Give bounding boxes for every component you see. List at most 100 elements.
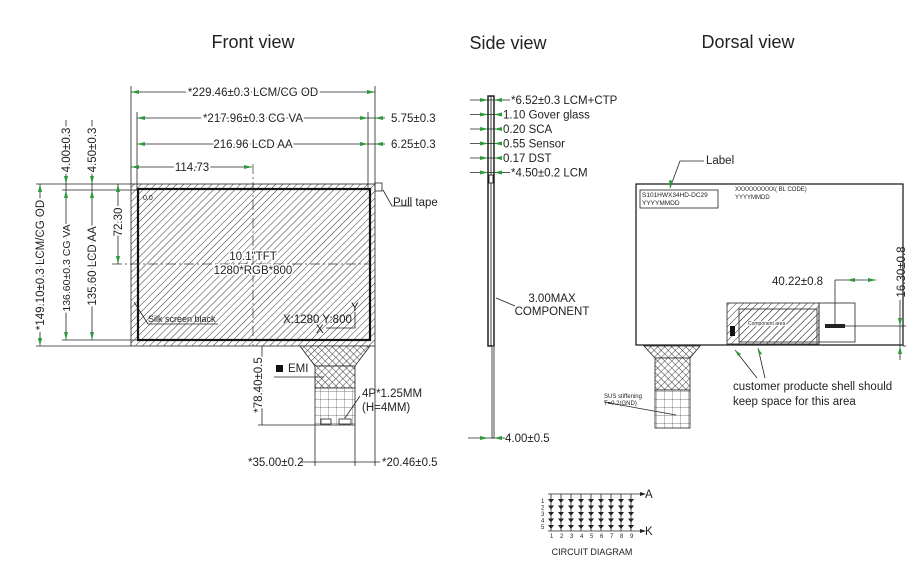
dim-od-width: *229.46±0.3 LCM/CG OD xyxy=(188,87,318,99)
led-diode xyxy=(618,505,624,510)
connector xyxy=(320,418,332,425)
dim-center-x: 114.73 xyxy=(175,162,209,174)
active-area xyxy=(136,187,372,342)
led-diode xyxy=(578,505,584,510)
led-diode xyxy=(628,512,634,516)
dim-connector-y: 16.30±0.8 xyxy=(896,246,908,297)
circuit-row-label: 3 xyxy=(541,512,545,518)
led-diode xyxy=(608,512,614,516)
fpc-emi-area xyxy=(299,345,371,367)
led-diode xyxy=(608,525,614,529)
dim-fpc-length: *78.40±0.5 xyxy=(253,357,265,413)
side-layer-label: 0.20 SCA xyxy=(503,124,553,136)
max-coordinate: X:1280 Y:800 xyxy=(283,314,352,326)
pull-tape xyxy=(374,182,383,192)
front-view-title: Front view xyxy=(211,32,295,52)
led-diode xyxy=(598,518,604,523)
led-diode xyxy=(568,525,574,529)
resolution: 1280*RGB*800 xyxy=(214,265,293,277)
led-diode xyxy=(558,512,564,516)
circuit-col-label: 2 xyxy=(560,534,564,540)
dim-va-height: 136.60±0.3 CG VA xyxy=(61,224,73,311)
circuit-row-label: 1 xyxy=(541,499,545,505)
label-callout: Label xyxy=(706,155,734,167)
dim-connector-x: 40.22±0.8 xyxy=(772,276,823,288)
cathode-label: K xyxy=(645,526,653,538)
origin-label: 0.0 xyxy=(143,195,153,202)
label-model: S101HWX34HD-DC29 xyxy=(642,192,708,199)
circuit-col-label: 8 xyxy=(620,534,624,540)
back-fpc xyxy=(643,345,701,359)
dimension-arrows xyxy=(38,90,383,346)
led-diode xyxy=(548,505,554,510)
front-view: *229.46±0.3 LCM/CG OD *217.96±0.3 CG VA … xyxy=(33,85,438,469)
led-diode xyxy=(598,525,604,529)
silk-screen-label: Silk screen black xyxy=(148,314,216,324)
led-diode xyxy=(548,518,554,523)
circuit-title: CIRCUIT DIAGRAM xyxy=(552,547,633,557)
axis-x-label: X xyxy=(316,324,324,336)
led-diode xyxy=(628,525,634,529)
dim-aa-right: 6.25±0.3 xyxy=(391,139,436,151)
side-layer-label: *4.50±0.2 LCM xyxy=(511,168,588,180)
dim-top-cg: 4.00±0.3 xyxy=(61,128,73,173)
led-diode xyxy=(588,499,594,503)
circuit-col-label: 4 xyxy=(580,534,584,540)
side-layer-label: 0.17 DST xyxy=(503,153,552,165)
led-diode xyxy=(568,499,574,503)
led-diode xyxy=(558,499,564,503)
side-layer-label: 0.55 Sensor xyxy=(503,139,565,151)
side-layer-label: *6.52±0.3 LCM+CTP xyxy=(511,95,618,107)
led-diode xyxy=(578,518,584,523)
led-diode xyxy=(618,499,624,503)
led-diode xyxy=(618,525,624,529)
led-diode xyxy=(568,518,574,523)
dorsal-view-title: Dorsal view xyxy=(701,32,795,52)
led-diode xyxy=(558,525,564,529)
led-diode xyxy=(588,525,594,529)
dim-va-width: *217.96±0.3 CG VA xyxy=(203,113,303,125)
circuit-col-label: 7 xyxy=(610,534,614,540)
component-area-label: Component area xyxy=(748,321,785,327)
product-label xyxy=(639,189,719,209)
pull-tape-label: Pull tape xyxy=(393,197,438,209)
anode-label: A xyxy=(645,489,653,501)
connector-spec: 4P*1.25MM xyxy=(362,388,422,400)
label-date: YYYYMMDD xyxy=(642,200,680,207)
sus-label: SUS stiffening xyxy=(604,394,642,400)
dim-fpc-width: *20.46±0.5 xyxy=(382,457,438,469)
led-diode xyxy=(588,518,594,523)
dim-od-height: *149.10±0.3 LCM/CG OD xyxy=(35,200,47,330)
axis-y-label: Y xyxy=(351,302,359,314)
dim-aa-height: 135.60 LCD AA xyxy=(87,226,99,306)
led-diode xyxy=(568,512,574,516)
led-diode xyxy=(628,499,634,503)
led-diode xyxy=(558,505,564,510)
sus-thickness: T=0.2(GND) xyxy=(604,401,637,407)
circuit-col-label: 6 xyxy=(600,534,604,540)
circuit-row-label: 4 xyxy=(541,519,545,525)
led-diode xyxy=(598,499,604,503)
component-label: COMPONENT xyxy=(515,306,590,318)
led-diode xyxy=(598,505,604,510)
led-diode xyxy=(548,499,554,503)
emi-label: EMI xyxy=(288,363,308,375)
dorsal-view: S101HWX34HD-DC29 YYYYMMDD XXXXXXXXXX( BL… xyxy=(603,155,908,429)
led-diode xyxy=(578,499,584,503)
side-view-title: Side view xyxy=(469,33,547,53)
led-diode xyxy=(578,525,584,529)
dim-va-right: 5.75±0.3 xyxy=(391,113,436,125)
led-diode xyxy=(588,512,594,516)
circuit-col-label: 3 xyxy=(570,534,574,540)
led-diode xyxy=(548,512,554,516)
connector-height: (H=4MM) xyxy=(362,402,410,414)
led-diode xyxy=(568,505,574,510)
keep-space-note-1: customer producte shell should xyxy=(733,381,892,393)
dim-top-aa: 4.50±0.3 xyxy=(87,128,99,173)
circuit-row-label: 5 xyxy=(541,525,545,531)
keep-space-note-2: keep space for this area xyxy=(733,396,856,408)
panel-size: 10.1"TFT xyxy=(229,251,277,263)
circuit-row-label: 2 xyxy=(541,506,545,512)
